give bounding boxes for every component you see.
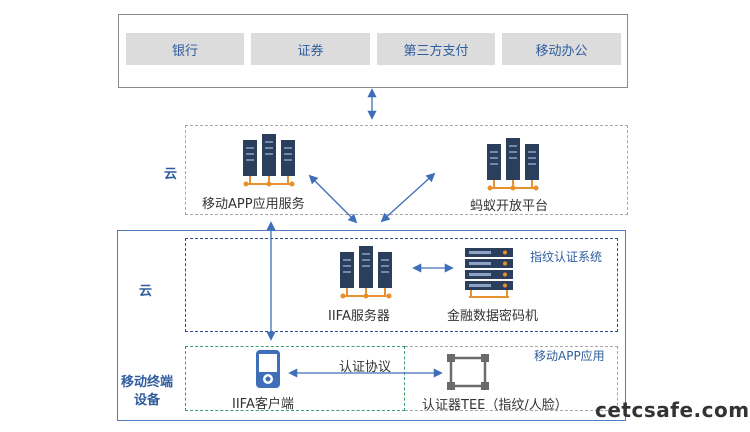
service-securities: 证券 [251, 33, 370, 65]
app-box [405, 346, 618, 411]
tee-label: 认证器TEE（指纹/人脸） [422, 398, 568, 413]
ant-platform-server-icon [487, 138, 539, 191]
terminal-label-line1: 移动终端 [121, 375, 174, 390]
inner-cloud-box [185, 238, 618, 332]
services-container: 银行 证券 第三方支付 移动办公 [118, 14, 628, 88]
client-box [185, 346, 405, 411]
authenticator-frame-icon [447, 354, 489, 390]
crypto-machine-label: 金融数据密码机 [447, 309, 539, 324]
service-bank: 银行 [126, 33, 244, 65]
mobile-terminal-device [117, 230, 626, 421]
app-server-label: 移动APP应用服务 [202, 197, 305, 212]
watermark: cetcsafe.com [595, 398, 750, 422]
arrow-ant-platform-iifa [380, 172, 436, 223]
mobile-app-label: 移动APP应用 [530, 347, 609, 364]
crypto-machine-icon [465, 248, 513, 298]
iifa-server-icon [340, 246, 392, 299]
service-third-party-payment: 第三方支付 [377, 33, 495, 65]
fingerprint-system-label: 指纹认证系统 [526, 248, 607, 265]
iifa-client-label: IIFA客户端 [232, 397, 294, 412]
app-server-icon [243, 134, 295, 187]
inner-cloud-label: 云 [139, 284, 153, 299]
ant-platform-label: 蚂蚁开放平台 [470, 199, 549, 214]
mobile-phone-icon [256, 350, 280, 388]
service-mobile-office: 移动办公 [502, 33, 621, 65]
terminal-label-line2: 设备 [134, 393, 161, 408]
iifa-server-label: IIFA服务器 [328, 309, 390, 324]
cloud-layer-label: 云 [164, 167, 178, 182]
arrow-app-server-iifa [308, 174, 358, 224]
